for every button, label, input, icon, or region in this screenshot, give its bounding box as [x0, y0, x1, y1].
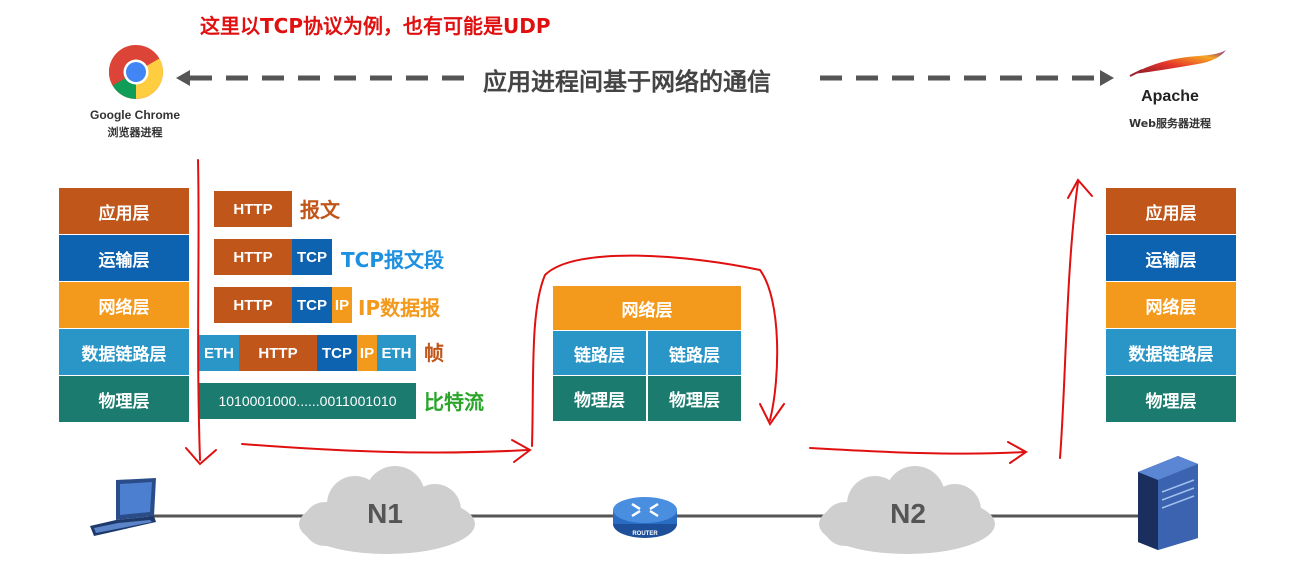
pdu-label-datagram: IP数据报 — [358, 296, 441, 320]
right-layer-transport: 运输层 — [1106, 235, 1236, 281]
router-label: ROUTER — [632, 531, 658, 537]
client-name: Google Chrome — [89, 108, 180, 122]
pdu-label-bitstream: 比特流 — [424, 390, 484, 414]
pdu-label-segment: TCP报文段 — [341, 248, 444, 272]
router-layer-phy-left: 物理层 — [553, 376, 646, 421]
pdu-http: HTTP — [214, 287, 292, 323]
pdu-label-message: 报文 — [300, 198, 340, 222]
right-layer-datalink: 数据链路层 — [1106, 329, 1236, 375]
top-label: 应用进程间基于网络的通信 — [483, 68, 771, 96]
chrome-icon — [108, 44, 164, 100]
cloud-n1-label: N1 — [367, 498, 403, 529]
annotation-text: 这里以TCP协议为例，也有可能是UDP — [200, 14, 551, 38]
left-layer-transport: 运输层 — [59, 235, 189, 281]
pdu-http: HTTP — [239, 335, 317, 371]
left-layer-application: 应用层 — [59, 188, 189, 234]
right-layer-physical: 物理层 — [1106, 376, 1236, 422]
cloud-n2-label: N2 — [890, 498, 926, 529]
pdu-http: HTTP — [214, 239, 292, 275]
cloud-n1-icon — [299, 466, 475, 554]
pdu-tcp-header: TCP — [292, 239, 332, 275]
left-layer-network: 网络层 — [59, 282, 189, 328]
pdu-bits: 1010001000......0011001010 — [199, 383, 416, 419]
right-layer-network: 网络层 — [1106, 282, 1236, 328]
pdu-http: HTTP — [214, 191, 292, 227]
server-name: Apache — [1141, 88, 1199, 105]
laptop-icon — [90, 478, 156, 536]
client-sub: 浏览器进程 — [107, 126, 163, 139]
pdu-ip-header: IP — [357, 335, 377, 371]
router-layer-phy-right: 物理层 — [648, 376, 741, 421]
pdu-eth-trailer: ETH — [377, 335, 416, 371]
communication-arrow — [176, 70, 1114, 86]
left-layer-physical: 物理层 — [59, 376, 189, 422]
pdu-tcp-header: TCP — [292, 287, 332, 323]
router-layer-network: 网络层 — [553, 286, 741, 330]
left-layer-datalink: 数据链路层 — [59, 329, 189, 375]
pdu-eth-header: ETH — [199, 335, 239, 371]
right-layer-application: 应用层 — [1106, 188, 1236, 234]
apache-feather-icon — [1128, 48, 1228, 80]
pdu-tcp-header: TCP — [317, 335, 357, 371]
cloud-n2-icon — [819, 466, 995, 554]
router-layer-link-left: 链路层 — [553, 331, 646, 375]
router-icon — [613, 497, 677, 538]
router-layer-link-right: 链路层 — [648, 331, 741, 375]
pdu-label-frame: 帧 — [424, 341, 444, 365]
server-sub: Web服务器进程 — [1128, 117, 1212, 130]
server-icon — [1138, 456, 1198, 550]
pdu-ip-header: IP — [332, 287, 352, 323]
